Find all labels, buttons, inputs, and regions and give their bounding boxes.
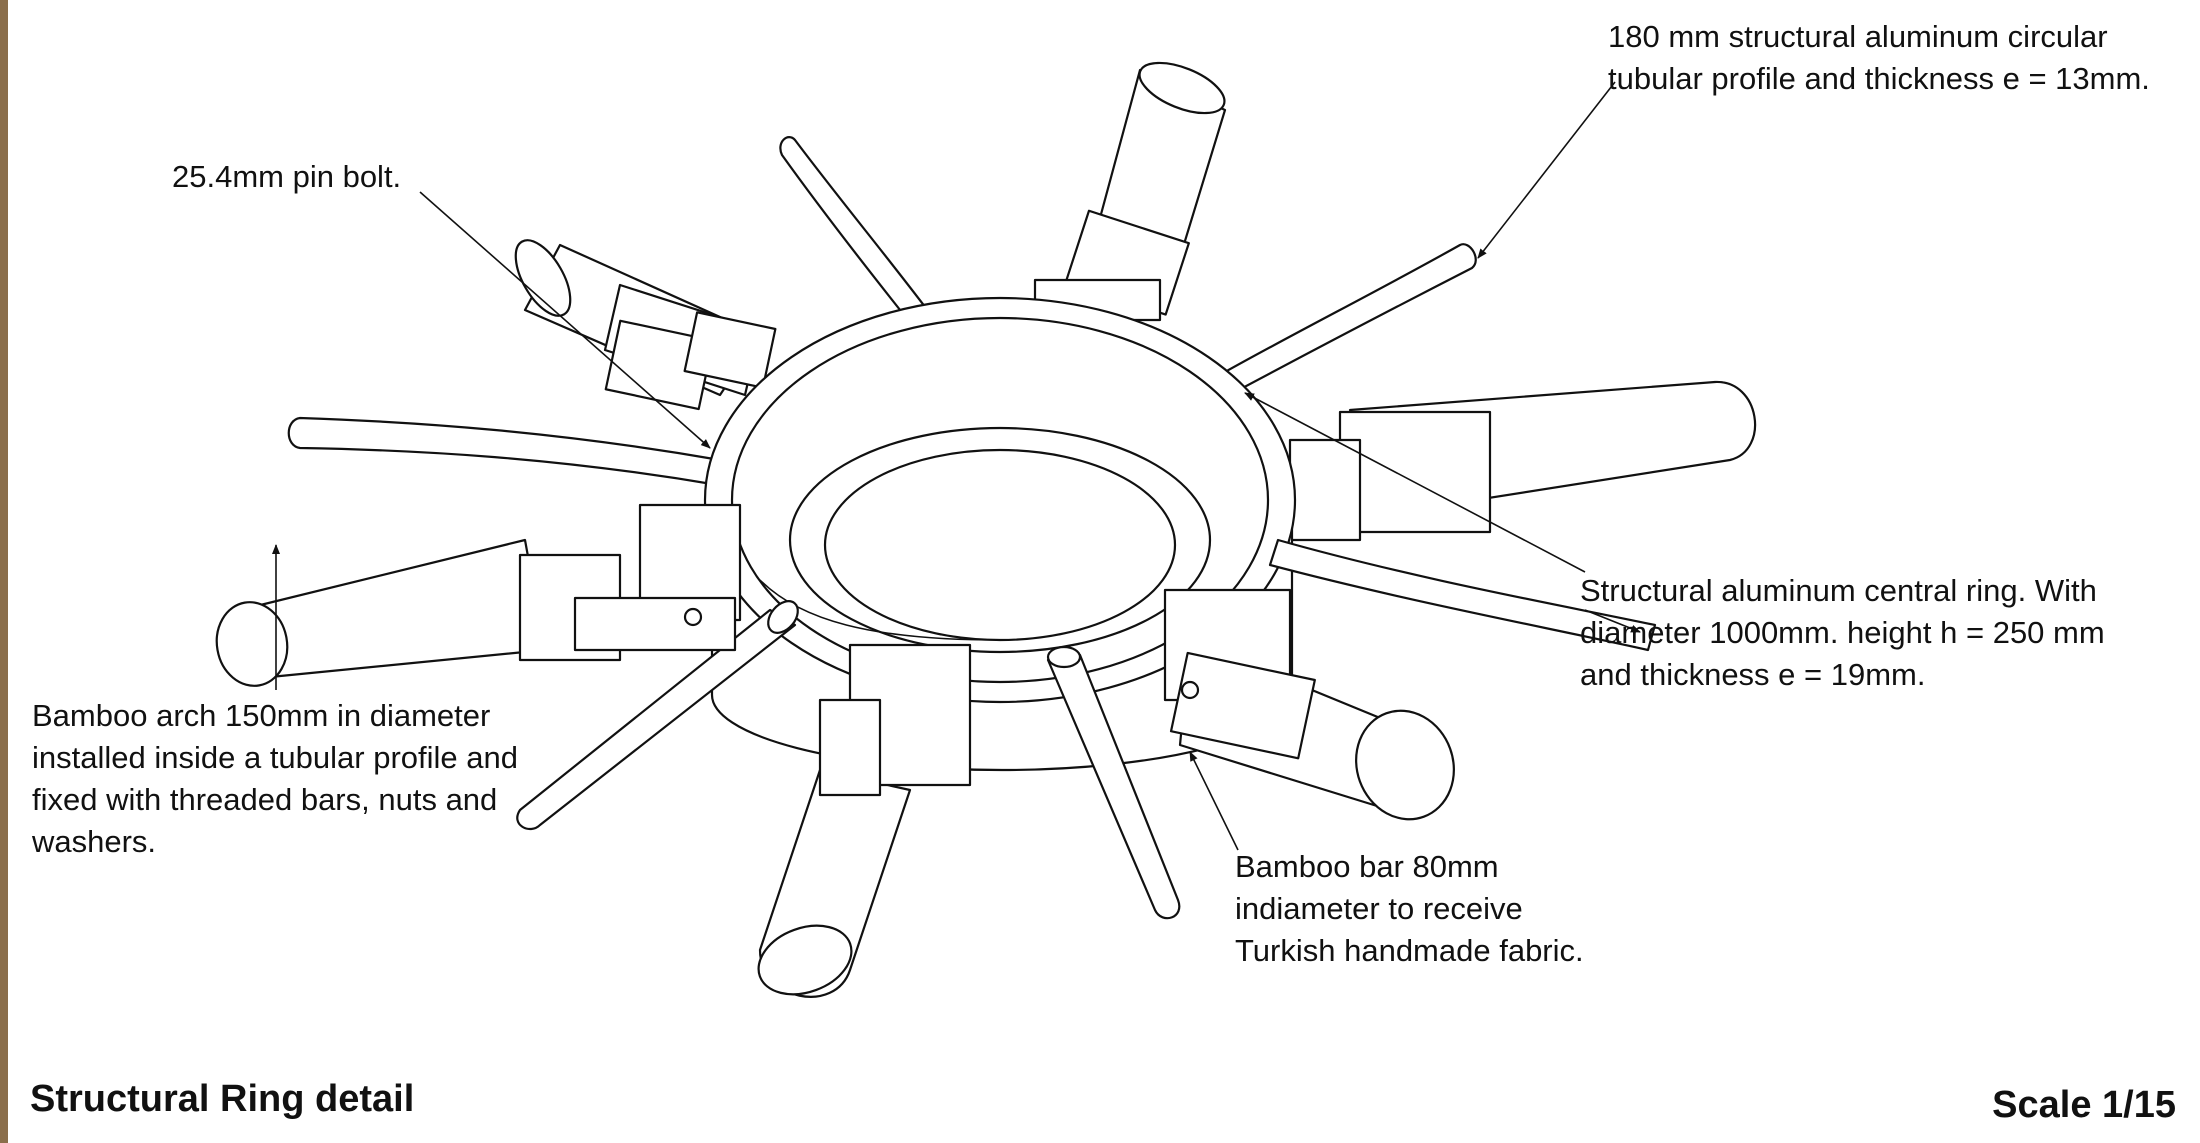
bamboo-arch-arm-right [1288,380,1757,542]
annotation-tubular-profile: 180 mm structural aluminum circular tubu… [1608,19,2150,96]
leader-tubular-profile [1477,81,1616,259]
bamboo-arch-arm-bottom-left [757,643,972,998]
leader-central-ring-b [1584,609,1641,633]
central-ring [703,296,1297,772]
bamboo-bar-back-top [779,136,937,337]
leader-bamboo-bar [1189,751,1239,851]
sheet-border [0,0,8,1143]
bamboo-arch-arm-top-left [514,239,777,411]
leader-pin-bolt [419,191,711,449]
bamboo-bar-right-lower [1268,538,1657,652]
leader-central-ring-a [1244,392,1586,573]
bamboo-arch-arm-top [1033,61,1227,322]
annotation-central-ring: Structural aluminum central ring. With d… [1580,573,2105,692]
bamboo-bar-back-left [287,416,722,487]
bamboo-bar-front-right [1046,645,1181,920]
bamboo-arch-arm-bottom-right [1163,588,1455,821]
annotation-pin-bolt: 25.4mm pin bolt. [172,159,402,194]
bamboo-arch-arm-left [215,503,742,687]
annotation-bamboo-bar: Bamboo bar 80mm indiameter to receive Tu… [1235,849,1584,968]
bamboo-bar-back-right [1223,243,1477,394]
drawing-title: Structural Ring detail [30,1078,415,1120]
annotation-bamboo-arch: Bamboo arch 150mm in diameter installed … [32,698,518,859]
bamboo-bar-front-left [516,600,799,831]
drawing-scale: Scale 1/15 [1992,1084,2176,1126]
